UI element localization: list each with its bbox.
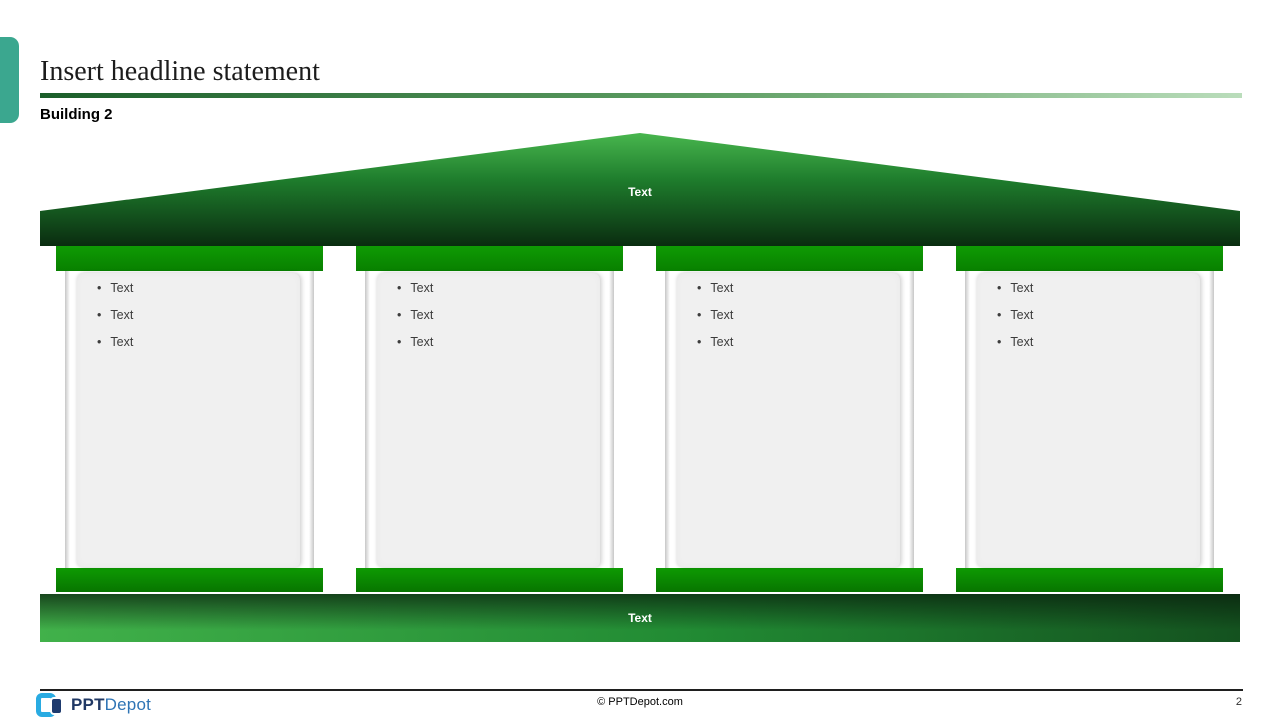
roof-shape bbox=[40, 133, 1240, 246]
bullet-dot: • bbox=[97, 281, 102, 295]
pillar-4[interactable]: • Text • Text • Text bbox=[956, 246, 1223, 592]
page-number: 2 bbox=[1235, 696, 1242, 708]
bullet-text: Text bbox=[110, 281, 134, 295]
bullet-text: Text bbox=[710, 308, 734, 322]
bullet-text: Text bbox=[1010, 281, 1034, 295]
logo-text-light: Depot bbox=[104, 694, 152, 714]
title-underline bbox=[40, 93, 1242, 98]
bullet-item: • Text bbox=[997, 329, 1192, 356]
bullet-item: • Text bbox=[97, 275, 292, 302]
bullet-item: • Text bbox=[997, 275, 1192, 302]
pillar-capital bbox=[956, 246, 1223, 271]
pillar-plinth bbox=[356, 568, 623, 592]
bullet-dot: • bbox=[997, 281, 1002, 295]
pillar-2[interactable]: • Text • Text • Text bbox=[356, 246, 623, 592]
bullet-list[interactable]: • Text • Text • Text bbox=[977, 273, 1200, 356]
roof-label: Text bbox=[628, 185, 652, 199]
bullet-item: • Text bbox=[97, 302, 292, 329]
base-label: Text bbox=[628, 611, 652, 625]
bullet-dot: • bbox=[997, 308, 1002, 322]
bullet-text: Text bbox=[1010, 335, 1034, 349]
pillar-shaft: • Text • Text • Text bbox=[65, 271, 314, 568]
bullet-dot: • bbox=[397, 308, 402, 322]
logo-text: PPTDepot bbox=[71, 695, 151, 715]
bullet-item: • Text bbox=[397, 302, 592, 329]
pillar-plinth bbox=[956, 568, 1223, 592]
pillar-shaft: • Text • Text • Text bbox=[365, 271, 614, 568]
bullet-dot: • bbox=[697, 335, 702, 349]
bullet-dot: • bbox=[97, 335, 102, 349]
copyright-text: © PPTDepot.com bbox=[597, 696, 683, 708]
bullet-dot: • bbox=[697, 281, 702, 295]
bullet-item: • Text bbox=[697, 275, 892, 302]
pillar-capital bbox=[56, 246, 323, 271]
bullet-dot: • bbox=[697, 308, 702, 322]
bullet-item: • Text bbox=[697, 329, 892, 356]
pillar-row: • Text • Text • Text • Text • Text • bbox=[40, 246, 1240, 592]
accent-bar bbox=[0, 37, 19, 123]
footer-divider bbox=[40, 689, 1243, 691]
section-label[interactable]: Building 2 bbox=[40, 106, 113, 123]
logo-text-bold: PPT bbox=[71, 694, 105, 714]
page-title[interactable]: Insert headline statement bbox=[40, 56, 320, 87]
pillar-plinth bbox=[656, 568, 923, 592]
pillar-face: • Text • Text • Text bbox=[977, 273, 1200, 567]
bullet-text: Text bbox=[110, 308, 134, 322]
logo-tab-shape bbox=[52, 698, 61, 713]
bullet-list[interactable]: • Text • Text • Text bbox=[377, 273, 600, 356]
pillar-1[interactable]: • Text • Text • Text bbox=[56, 246, 323, 592]
base-bar[interactable]: Text bbox=[40, 594, 1240, 642]
pillar-3[interactable]: • Text • Text • Text bbox=[656, 246, 923, 592]
building-diagram: Text • Text • Text • Text bbox=[40, 133, 1240, 642]
bullet-text: Text bbox=[410, 335, 434, 349]
pillar-face: • Text • Text • Text bbox=[377, 273, 600, 567]
bullet-text: Text bbox=[710, 281, 734, 295]
pptdepot-logo: PPTDepot bbox=[36, 691, 151, 718]
pillar-shaft: • Text • Text • Text bbox=[965, 271, 1214, 568]
bullet-dot: • bbox=[997, 335, 1002, 349]
roof[interactable]: Text bbox=[40, 133, 1240, 246]
bullet-text: Text bbox=[410, 308, 434, 322]
bullet-text: Text bbox=[410, 281, 434, 295]
pillar-face: • Text • Text • Text bbox=[77, 273, 300, 567]
bullet-item: • Text bbox=[697, 302, 892, 329]
bullet-list[interactable]: • Text • Text • Text bbox=[77, 273, 300, 356]
bullet-dot: • bbox=[397, 281, 402, 295]
pillar-face: • Text • Text • Text bbox=[677, 273, 900, 567]
pillar-capital bbox=[656, 246, 923, 271]
bullet-list[interactable]: • Text • Text • Text bbox=[677, 273, 900, 356]
bullet-item: • Text bbox=[397, 329, 592, 356]
bullet-dot: • bbox=[397, 335, 402, 349]
bullet-item: • Text bbox=[997, 302, 1192, 329]
bullet-item: • Text bbox=[97, 329, 292, 356]
bullet-dot: • bbox=[97, 308, 102, 322]
bullet-text: Text bbox=[110, 335, 134, 349]
bullet-item: • Text bbox=[397, 275, 592, 302]
pillar-capital bbox=[356, 246, 623, 271]
bullet-text: Text bbox=[710, 335, 734, 349]
bullet-text: Text bbox=[1010, 308, 1034, 322]
pptdepot-logo-icon bbox=[36, 692, 64, 718]
pillar-shaft: • Text • Text • Text bbox=[665, 271, 914, 568]
pillar-plinth bbox=[56, 568, 323, 592]
